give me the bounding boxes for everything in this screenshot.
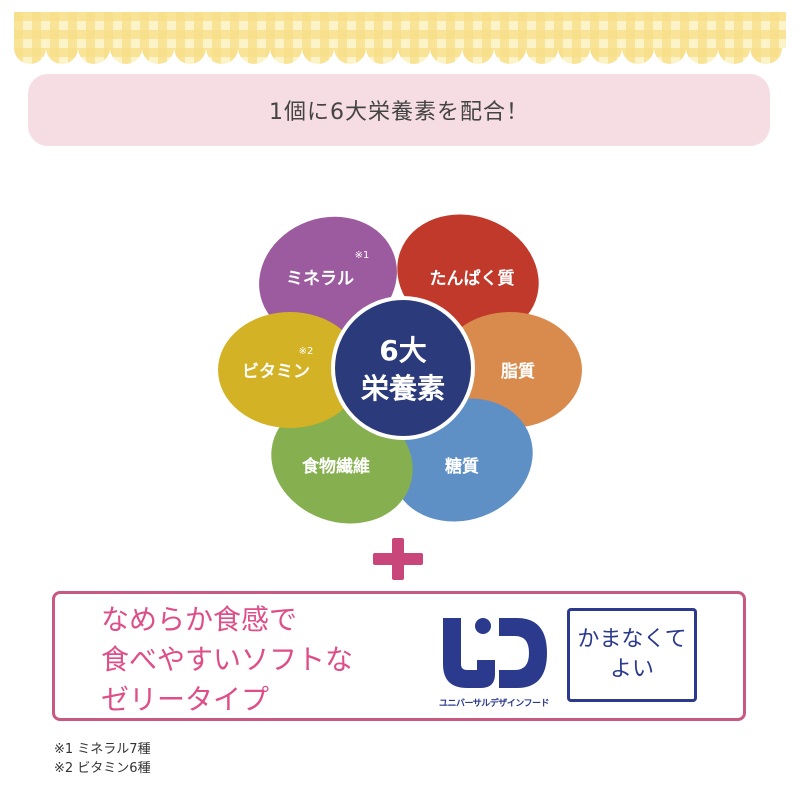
svg-text:脂質: 脂質 <box>501 361 535 382</box>
gingham-scalloped-band <box>14 12 786 64</box>
feature-line: 食べやすいソフトな <box>101 643 354 676</box>
ud-grade-box: かまなくて よい <box>567 608 697 702</box>
ud-grade-line1: かまなくて <box>577 627 687 652</box>
feature-line: なめらか食感で <box>101 603 298 636</box>
feature-line: ゼリータイプ <box>101 683 270 716</box>
svg-text:※2: ※2 <box>299 346 314 357</box>
feature-description: なめらか食感で 食べやすいソフトな ゼリータイプ <box>101 600 353 720</box>
ud-caption: ユニバーサルデザインフード <box>438 699 550 709</box>
svg-text:食物繊維: 食物繊維 <box>302 456 370 477</box>
ud-grade-line2: よい <box>609 657 654 682</box>
center-line1: 6大 <box>379 334 426 367</box>
svg-text:ミネラル: ミネラル <box>286 269 354 289</box>
headline-text: 1個に6大栄養素を配合！ <box>269 100 529 125</box>
svg-text:たんぱく質: たんぱく質 <box>430 268 515 289</box>
feature-box: なめらか食感で 食べやすいソフトな ゼリータイプ ユニバーサルデザインフード か… <box>52 591 746 721</box>
svg-text:糖質: 糖質 <box>445 456 479 477</box>
svg-text:※1: ※1 <box>355 250 370 261</box>
plus-icon <box>373 538 423 580</box>
footnote: ※2 ビタミン6種 <box>54 761 151 776</box>
nutrient-flower: ミネラル ※1 たんぱく質 脂質 糖質 食物繊維 ビタミン ※2 6大 栄養素 <box>218 214 582 524</box>
center-line2: 栄養素 <box>361 372 445 405</box>
footnote: ※1 ミネラル7種 <box>54 742 151 757</box>
flower-center: 6大 栄養素 <box>331 296 475 440</box>
headline-banner: 1個に6大栄養素を配合！ <box>28 74 770 146</box>
footnotes: ※1 ミネラル7種 ※2 ビタミン6種 <box>54 740 151 778</box>
svg-text:ビタミン: ビタミン <box>242 362 310 382</box>
petal-vitamins: ビタミン ※2 <box>218 312 362 428</box>
ud-mark-icon <box>443 618 547 688</box>
universal-design-food-logo: ユニバーサルデザインフード <box>433 608 555 712</box>
